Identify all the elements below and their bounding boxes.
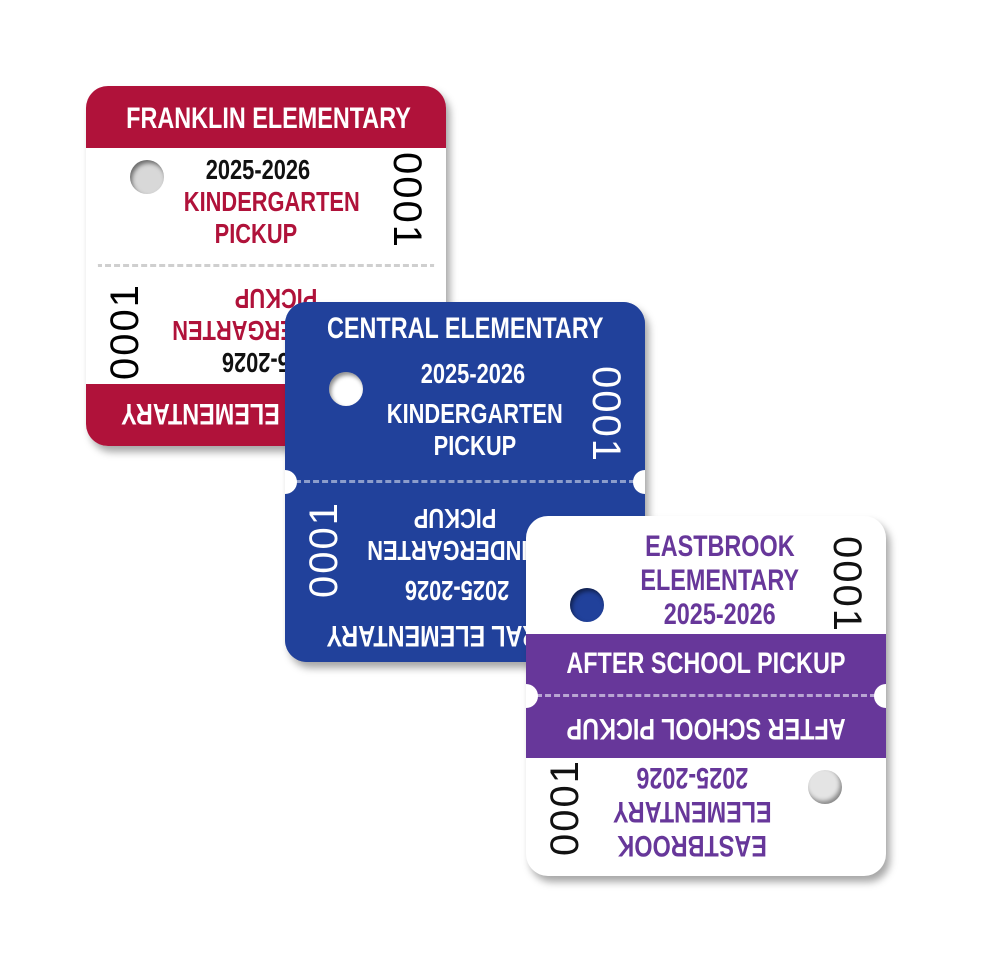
franklin-tag: FRANKLIN ELEMENTARY 2025-2026 KINDERGART… [86,86,446,446]
eastbrook-program-band-stub: AFTER SCHOOL PICKUP [526,696,886,758]
central-notch-right [633,470,645,494]
franklin-serial-number-stub: 0001 [103,283,148,380]
central-line2: PICKUP [433,430,517,461]
central-perforation [295,480,635,483]
franklin-tag-top-half: FRANKLIN ELEMENTARY 2025-2026 KINDERGART… [86,86,446,266]
eastbrook-school-line2: ELEMENTARY [640,564,800,597]
franklin-notch-left [86,254,98,278]
central-tag-top-half: CENTRAL ELEMENTARY 2025-2026 KINDERGARTE… [285,302,645,482]
central-tag: CENTRAL ELEMENTARY 2025-2026 KINDERGARTE… [285,302,645,662]
eastbrook-punch-hole [570,588,604,622]
central-notch-left [285,470,297,494]
eastbrook-serial-number: 0001 [824,536,869,633]
franklin-notch-right [434,254,446,278]
central-year: 2025-2026 [420,358,526,389]
franklin-school-band: FRANKLIN ELEMENTARY [86,86,446,148]
central-serial-number: 0001 [583,366,628,463]
franklin-serial-number: 0001 [384,152,429,249]
eastbrook-perforation [536,694,876,697]
eastbrook-notch-left [526,684,538,708]
franklin-perforation [96,264,436,267]
franklin-year: 2025-2026 [205,154,311,185]
eastbrook-year: 2025-2026 [664,598,776,631]
franklin-line1: KINDERGARTEN [184,186,360,217]
franklin-school-name: FRANKLIN ELEMENTARY [126,102,411,135]
eastbrook-tag-bottom-half: EASTBROOK ELEMENTARY 2025-2026 0001 AFTE… [526,696,886,876]
central-punch-hole [329,372,363,406]
eastbrook-notch-right [874,684,886,708]
franklin-line2: PICKUP [214,218,298,249]
central-school-name: CENTRAL ELEMENTARY [326,312,604,345]
central-serial-number-stub: 0001 [302,501,347,598]
central-line1: KINDERGARTEN [387,398,563,429]
franklin-punch-hole [130,160,164,194]
eastbrook-tag: EASTBROOK ELEMENTARY 2025-2026 0001 AFTE… [526,516,886,876]
eastbrook-school-line1: EASTBROOK [645,530,795,563]
eastbrook-program-band: AFTER SCHOOL PICKUP [526,634,886,696]
eastbrook-tag-top-half: EASTBROOK ELEMENTARY 2025-2026 0001 AFTE… [526,516,886,696]
eastbrook-serial-number-stub: 0001 [543,759,588,856]
